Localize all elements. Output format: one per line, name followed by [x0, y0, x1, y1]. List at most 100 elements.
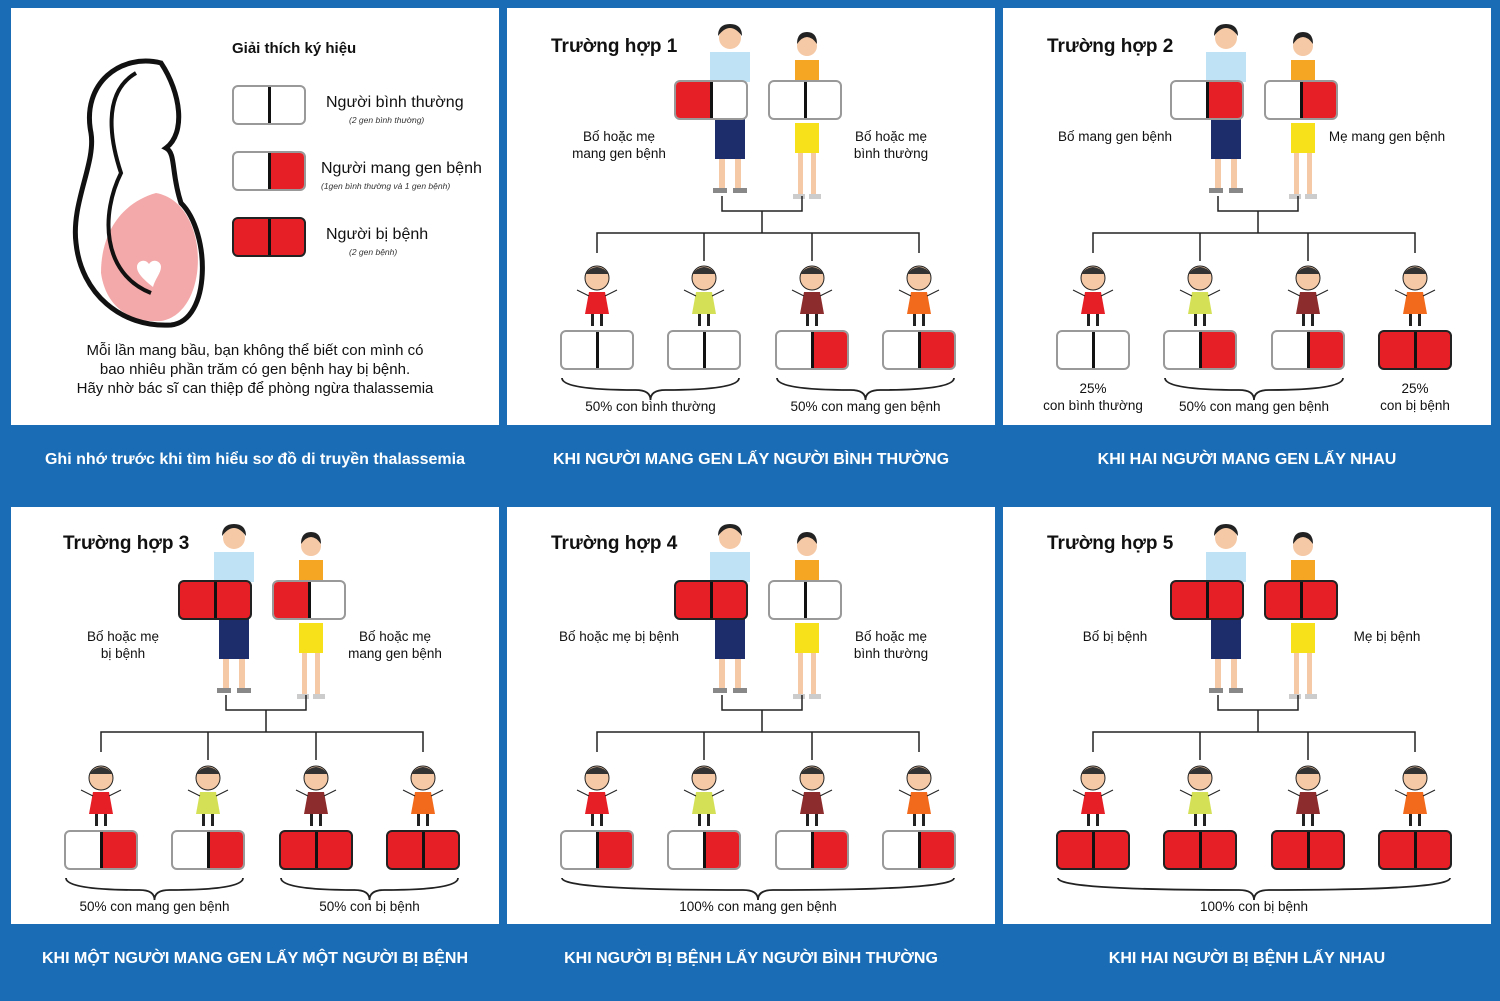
legend-label: Người bình thường	[326, 94, 464, 111]
red-gene-half	[208, 832, 243, 868]
red-gene-half	[1301, 82, 1336, 118]
child-gene-box	[1056, 330, 1130, 370]
gene-divider	[213, 582, 217, 618]
legend-gene-carrier	[232, 151, 306, 191]
mother-label: Bố hoặc mẹ bình thường	[853, 129, 929, 161]
father-gene-box	[1170, 80, 1244, 120]
gene-divider	[810, 332, 814, 368]
percentage-label: 25% con bình thường	[1043, 381, 1143, 413]
red-gene-half	[1207, 82, 1242, 118]
child-figure	[1179, 765, 1221, 826]
gene-divider	[595, 832, 599, 868]
child-figure	[1072, 765, 1114, 826]
panel-caption: KHI NGƯỜI MANG GEN LẤY NGƯỜI BÌNH THƯỜNG	[507, 425, 995, 495]
case-title: Trường hợp 5	[1047, 533, 1174, 554]
red-gene-half	[597, 832, 632, 868]
case-title: Trường hợp 4	[551, 533, 678, 554]
red-gene-half	[101, 832, 136, 868]
pedigree-lines	[1057, 695, 1451, 901]
mother-gene-box	[768, 580, 842, 620]
gene-divider	[803, 82, 807, 118]
gene-divider	[810, 832, 814, 868]
child-figure	[1394, 265, 1436, 326]
red-gene-half	[919, 332, 954, 368]
father-label: Bố hoặc mẹ bị bệnh	[558, 629, 680, 644]
father-label: Bố mang gen bệnh	[1057, 129, 1173, 144]
percentage-label: 50% con bị bệnh	[319, 899, 420, 914]
legend-label: Người mang gen bệnh	[321, 160, 482, 177]
child-gene-box	[882, 330, 956, 370]
father-label: Bố bị bệnh	[1082, 629, 1148, 644]
red-gene-half	[676, 82, 711, 118]
father-label: Bố hoặc mẹ mang gen bệnh	[572, 129, 666, 161]
legend-label: Người bị bệnh	[326, 226, 429, 243]
panel-caption: Ghi nhớ trước khi tìm hiểu sơ đồ di truy…	[11, 425, 499, 495]
child-gene-box	[1056, 830, 1130, 870]
percentage-label: 50% con bình thường	[585, 399, 716, 414]
brace	[1057, 877, 1451, 901]
child-figure	[791, 265, 833, 326]
mother-gene-box	[1264, 580, 1338, 620]
mother-gene-box	[1264, 80, 1338, 120]
mother-label: Mẹ bị bệnh	[1353, 629, 1421, 644]
child-gene-box	[1163, 330, 1237, 370]
child-figure	[898, 765, 940, 826]
gene-divider	[1091, 332, 1095, 368]
gene-divider	[421, 832, 425, 868]
percentage-label: 50% con mang gen bệnh	[1178, 399, 1330, 414]
mother-label: Mẹ mang gen bệnh	[1328, 129, 1446, 144]
panel-caption: KHI HAI NGƯỜI BỊ BỆNH LẤY NHAU	[1003, 924, 1491, 994]
gene-divider	[1205, 82, 1209, 118]
intro-text-line: Hãy nhờ bác sĩ can thiệp để phòng ngừa t…	[76, 380, 434, 397]
legend-note: (2 gen bình thường)	[349, 115, 425, 125]
gene-divider	[1299, 582, 1303, 618]
case-title: Trường hợp 3	[63, 533, 190, 554]
father-gene-box	[674, 80, 748, 120]
red-gene-half	[812, 332, 847, 368]
mother-label: Bố hoặc mẹ mang gen bệnh	[348, 629, 442, 661]
gene-divider	[1205, 582, 1209, 618]
child-gene-box	[775, 830, 849, 870]
red-gene-half	[274, 582, 309, 618]
father-figure	[214, 524, 254, 693]
child-figure	[295, 765, 337, 826]
gene-divider	[1413, 332, 1417, 368]
panel-caption: KHI NGƯỜI BỊ BỆNH LẤY NGƯỜI BÌNH THƯỜNG	[507, 924, 995, 994]
mother-figure	[297, 532, 325, 699]
gene-divider	[307, 582, 311, 618]
gene-divider	[803, 582, 807, 618]
percentage-label: 50% con mang gen bệnh	[790, 399, 941, 414]
child-gene-box	[1271, 830, 1345, 870]
gene-divider	[709, 82, 713, 118]
gene-divider	[267, 219, 271, 255]
mother-gene-box	[768, 80, 842, 120]
gene-divider	[1198, 332, 1202, 368]
legend-note: (2 gen bệnh)	[349, 247, 398, 257]
child-gene-box	[667, 330, 741, 370]
mother-figure	[1289, 532, 1317, 699]
brace	[65, 877, 459, 901]
red-gene-half	[704, 832, 739, 868]
intro-text-line: bao nhiêu phần trăm có gen bệnh hay bị b…	[99, 361, 411, 378]
child-gene-box	[1163, 830, 1237, 870]
child-gene-box	[560, 330, 634, 370]
child-gene-box	[279, 830, 353, 870]
red-gene-half	[1308, 332, 1343, 368]
percentage-label: 100% con mang gen bệnh	[679, 899, 837, 914]
legend-note: (1gen bình thường và 1 gen bệnh)	[321, 181, 451, 191]
pregnant-woman-icon	[72, 58, 205, 328]
child-figure	[576, 265, 618, 326]
gene-divider	[267, 87, 271, 123]
child-figure	[683, 765, 725, 826]
intro-text-line: Mỗi lần mang bầu, bạn không thể biết con…	[86, 342, 424, 359]
child-figure	[1072, 265, 1114, 326]
pedigree-lines	[65, 695, 459, 901]
child-figure	[402, 765, 444, 826]
gene-divider	[1091, 832, 1095, 868]
pedigree-lines	[561, 695, 955, 901]
child-gene-box	[64, 830, 138, 870]
child-gene-box	[560, 830, 634, 870]
